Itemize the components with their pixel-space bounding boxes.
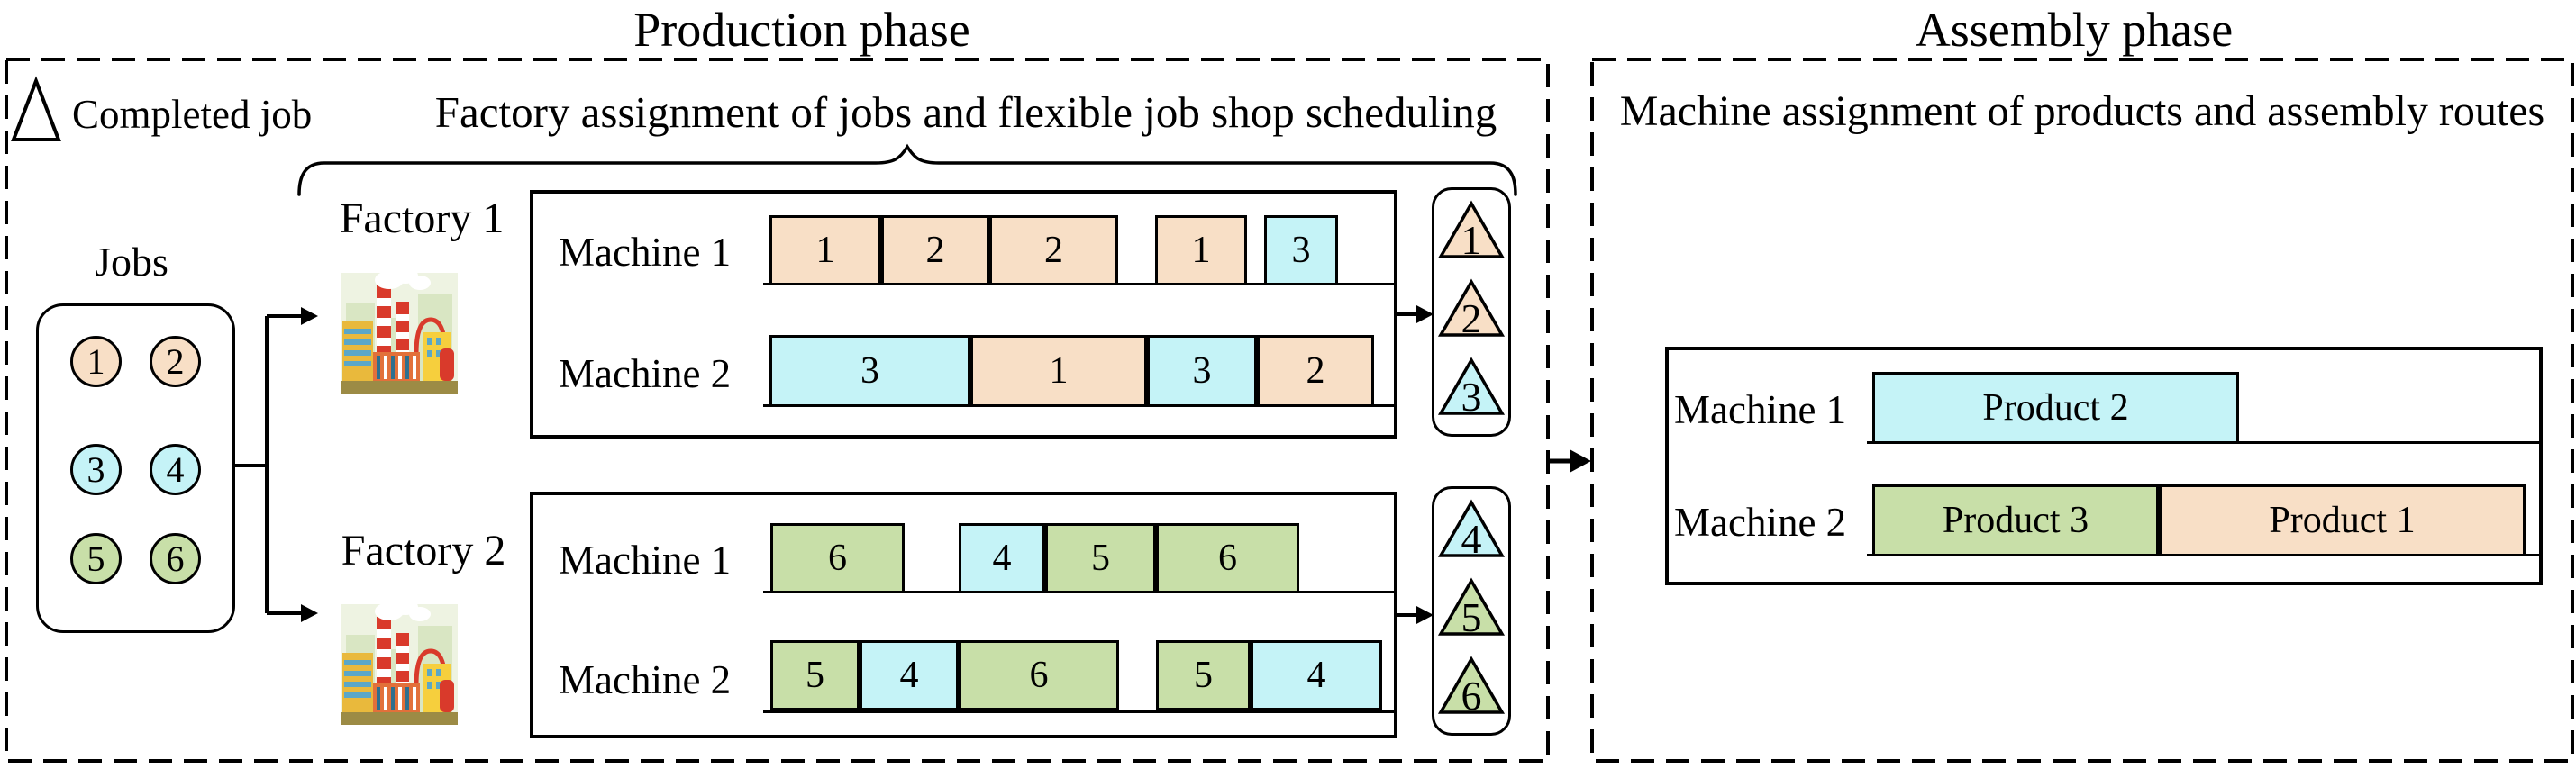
factory-icon — [341, 599, 458, 725]
gantt-block: 4 — [959, 523, 1045, 593]
triangle-label: 4 — [1461, 516, 1482, 562]
jobs-connector — [235, 314, 301, 615]
product-block: Product 1 — [2159, 484, 2526, 556]
assembly-machine1-label: Machine 1 — [1674, 387, 1847, 432]
triangle-icon — [1437, 278, 1506, 337]
jobs-box — [36, 303, 235, 633]
completed-job-triangle: 2 — [1437, 278, 1506, 341]
triangle-icon — [1437, 656, 1506, 714]
job-circle: 1 — [70, 336, 122, 387]
assembly-subtitle: Machine assignment of products and assem… — [1619, 87, 2545, 135]
gantt-block: 1 — [1155, 215, 1247, 285]
gantt-block: 6 — [1156, 523, 1299, 593]
job-circle: 4 — [150, 444, 201, 495]
gantt-block: 5 — [770, 640, 860, 710]
triangle-label: 1 — [1461, 217, 1482, 263]
triangle-icon — [1437, 499, 1506, 557]
gantt-block: 2 — [1257, 335, 1374, 407]
completed-job-triangle: 6 — [1437, 656, 1506, 719]
factory1-machine1-label: Machine 1 — [559, 230, 732, 275]
gantt-block: 4 — [1251, 640, 1382, 710]
completed-job-triangle: 5 — [1437, 577, 1506, 640]
completed-job-triangle: 4 — [1437, 499, 1506, 562]
factory2-machine2-label: Machine 2 — [559, 657, 732, 702]
arrow-to-factory2 — [301, 604, 318, 622]
factory2-machine2-baseline — [763, 710, 1394, 713]
gantt-block: 5 — [1045, 523, 1156, 593]
job-circle: 3 — [70, 444, 122, 495]
factory1-label: Factory 1 — [339, 195, 505, 242]
arrow-to-factory1 — [301, 307, 318, 325]
gantt-block: 1 — [970, 335, 1147, 407]
phase-transition-arrow — [1570, 449, 1591, 473]
assembly-phase-title: Assembly phase — [1915, 3, 2234, 57]
gantt-block: 6 — [770, 523, 905, 593]
triangle-icon — [1437, 577, 1506, 636]
triangle-label: 2 — [1461, 295, 1482, 341]
job-circle: 6 — [150, 533, 201, 584]
completed-job-triangle: 1 — [1437, 200, 1506, 263]
triangle-label: 6 — [1461, 673, 1482, 719]
product-block: Product 3 — [1872, 484, 2159, 556]
gantt-block: 1 — [769, 215, 881, 285]
gantt-block: 2 — [881, 215, 989, 285]
gantt-block: 5 — [1156, 640, 1251, 710]
job-circle: 2 — [150, 336, 201, 387]
triangle-icon — [1437, 200, 1506, 258]
production-phase-title: Production phase — [633, 3, 970, 57]
assembly-machine2-label: Machine 2 — [1674, 500, 1847, 545]
production-subtitle: Factory assignment of jobs and flexible … — [434, 87, 1497, 137]
triangle-label: 5 — [1461, 594, 1482, 640]
completed-job-legend-label: Completed job — [72, 92, 313, 137]
gantt-block: 3 — [1147, 335, 1257, 407]
factory2-machine1-label: Machine 1 — [559, 538, 732, 583]
gantt-block: 6 — [959, 640, 1119, 710]
product-block: Product 2 — [1872, 372, 2239, 444]
brace — [297, 143, 1517, 196]
gantt-block: 3 — [769, 335, 970, 407]
job-circle: 5 — [70, 533, 122, 584]
completed-job-legend-icon — [11, 76, 61, 141]
factory1-machine2-label: Machine 2 — [559, 351, 732, 396]
gantt-block: 3 — [1264, 215, 1338, 285]
jobs-title: Jobs — [95, 239, 168, 285]
gantt-block: 2 — [989, 215, 1118, 285]
completed-job-triangle: 3 — [1437, 357, 1506, 420]
factory-icon — [341, 267, 458, 394]
gantt-block: 4 — [860, 640, 959, 710]
triangle-icon — [1437, 357, 1506, 415]
factory2-label: Factory 2 — [341, 527, 506, 574]
triangle-label: 3 — [1461, 374, 1482, 420]
